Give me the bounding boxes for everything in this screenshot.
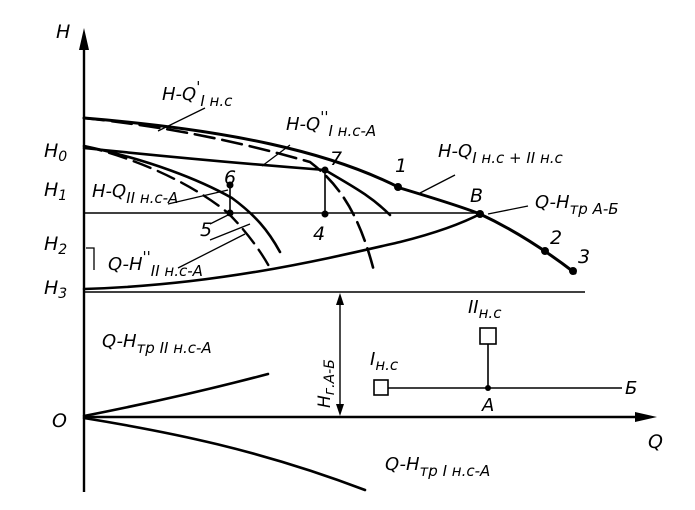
q-axis-arrow	[635, 412, 657, 422]
point-3-dot	[569, 267, 577, 275]
leader-pump1	[157, 107, 206, 132]
label-combined-curve: H-QI н.с + II н.с	[438, 141, 564, 167]
pump2-characteristic-curve	[82, 144, 282, 254]
tick-label-h0: H0	[44, 140, 67, 165]
point-1-label: 1	[395, 155, 407, 177]
q-axis-label: Q	[648, 431, 663, 453]
label-pipe-pump2-curve: Q-Hтр II н.с-А	[102, 331, 212, 357]
node-a-label: А	[481, 395, 494, 416]
point-b-label: В	[470, 185, 483, 207]
label-pump2-shifted-curve: Q-H''II н.с-А	[108, 248, 203, 280]
point-2-label: 2	[550, 227, 562, 249]
h-axis-arrow	[79, 28, 89, 50]
pump2-shifted-curve	[82, 144, 274, 274]
leader-point5b	[209, 223, 251, 241]
point-5-dot	[226, 209, 234, 217]
point-4-dot	[321, 210, 329, 218]
label-pump2-curve: H-QII н.с-А	[92, 181, 178, 207]
point-3-label: 3	[578, 246, 590, 268]
label-pump1-curve: H-Q'I н.с	[162, 78, 233, 110]
tick-label-h1: H1	[44, 179, 67, 204]
station-1-label: Iн.с	[370, 349, 399, 374]
tick-label-h2: H2	[44, 233, 67, 258]
pipe-pump1-curve	[82, 416, 367, 492]
point-7-label: 7	[330, 148, 342, 170]
station-2-box	[479, 327, 497, 345]
static-head-arrow-top	[336, 293, 344, 305]
leader-h2-marker	[86, 247, 95, 270]
point-6-dot	[226, 181, 234, 189]
static-head-label: Hг.А-Б	[315, 359, 338, 408]
point-5-label: 5	[200, 219, 212, 241]
leader-combined	[419, 174, 456, 194]
point-7-dot	[321, 166, 329, 174]
curve-labels: H-Q'I н.с H-Q''I н.с-А H-QI н.с + II н.с…	[92, 78, 619, 480]
leader-pipe-ab	[487, 205, 529, 215]
leader-point5a	[209, 214, 229, 225]
origin-label: O	[52, 410, 67, 432]
pipe-ab-curve	[82, 211, 484, 291]
point-6-label: 6	[224, 167, 236, 189]
point-4-label: 4	[313, 223, 325, 245]
leader-pump1-shifted	[261, 144, 291, 167]
label-pump1-shifted-curve: H-Q''I н.с-А	[286, 108, 376, 140]
station-2-label: IIн.с	[468, 297, 502, 322]
tick-label-h3: H3	[44, 277, 67, 302]
point-2-dot	[541, 247, 549, 255]
y-tick-labels: H0 H1 H2 H3	[44, 140, 67, 302]
curve-points	[226, 166, 577, 275]
point-b-dot	[476, 210, 484, 218]
leader-pump2-shifted	[177, 233, 246, 269]
point-1-dot	[394, 183, 402, 191]
h-axis-label: H	[56, 21, 70, 43]
leader-pump2	[167, 189, 229, 205]
label-pipe-ab-curve: Q-Hтр А-Б	[535, 192, 619, 218]
pump1-shifted-curve	[82, 146, 392, 217]
pump-station-scheme: Iн.с IIн.с А Б	[370, 297, 637, 416]
pump1-characteristic-curve	[82, 116, 377, 277]
combined-characteristic-curve	[82, 116, 577, 275]
pipe-pump2-curve	[82, 372, 270, 418]
static-head-arrow-bottom	[336, 404, 344, 416]
station-1-box	[373, 379, 389, 396]
point-labels: 1 2 3 4 5 6 7 В	[200, 148, 590, 268]
node-b-label: Б	[625, 378, 637, 399]
label-pipe-pump1-curve: Q-Hтр I н.с-А	[385, 454, 490, 480]
node-a-dot	[485, 385, 491, 391]
leader-lines	[86, 107, 529, 270]
static-head-dimension: Hг.А-Б	[315, 293, 344, 416]
